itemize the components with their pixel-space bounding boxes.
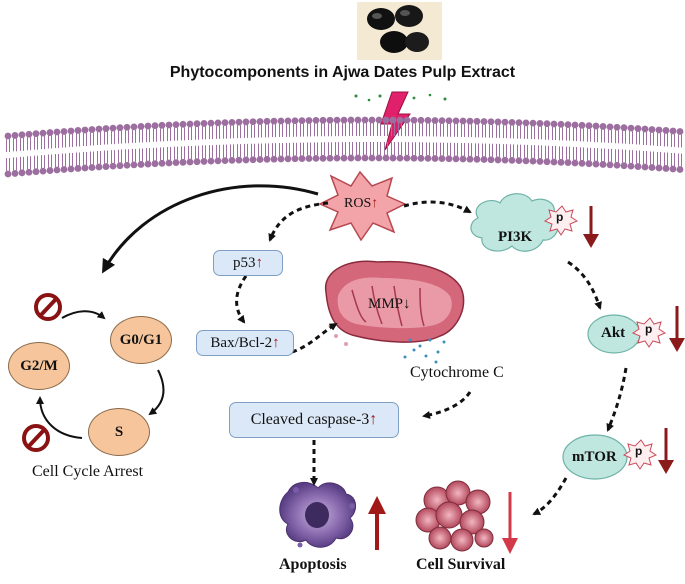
pi3k-phospho-label: p (556, 210, 564, 224)
cytochrome-c-label: Cytochrome C (410, 364, 504, 381)
akt-label: Akt (601, 325, 626, 341)
prohibition-icon-g1 (34, 293, 62, 321)
p53-text: p53 (233, 254, 256, 271)
arrow-ros-to-p53 (268, 201, 329, 242)
arrow-pi3k-to-akt (567, 260, 602, 310)
phospho-star-mtor (622, 439, 658, 470)
mtor-phospho-label: p (635, 444, 643, 458)
arrow-bax-to-mmp (291, 322, 338, 354)
caspase-text: Cleaved caspase-3 (250, 411, 370, 428)
cell-survival-down-arrow (502, 492, 518, 554)
ajwa-dates-image (357, 2, 442, 60)
phospho-star-akt (631, 317, 667, 348)
cell-cycle-arrows (36, 310, 165, 439)
cytochrome-c-dots (403, 338, 446, 364)
arrow-akt-to-mtor (606, 367, 628, 432)
pathway-arrows (235, 200, 628, 516)
prohibition-icon-g2 (22, 424, 50, 452)
p53-up-arrow: ↑ (255, 254, 264, 271)
ros-text: ROS (344, 196, 372, 211)
arrow-cytochrome-to-caspase (422, 391, 472, 419)
pi3k-cloud (470, 193, 559, 252)
bax-bcl2-box: Bax/Bcl-2↑ (196, 330, 294, 356)
arrow-mtor-to-survival (532, 477, 568, 516)
apoptotic-cell (279, 482, 356, 548)
cleaved-caspase-box: Cleaved caspase-3↑ (229, 402, 399, 438)
akt-phospho-label: p (645, 322, 653, 336)
bax-up-arrow: ↑ (272, 334, 280, 351)
cell-survival-label: Cell Survival (416, 556, 506, 573)
mtor-node (562, 434, 628, 480)
ros-label: ROS↑ (344, 196, 378, 212)
apoptosis-label: Apoptosis (279, 556, 347, 573)
pi3k-label: PI3K (498, 229, 533, 245)
extract-particles (354, 93, 447, 102)
mtor-label: mTOR (572, 449, 617, 465)
akt-down-arrow (669, 306, 685, 352)
cell-cycle-arrest-label: Cell Cycle Arrest (32, 463, 144, 480)
mmp-label: MMP↓ (368, 296, 411, 313)
caspase-up-arrow: ↑ (369, 411, 378, 428)
apoptosis-up-arrow (368, 496, 386, 550)
arrow-ros-to-pi3k (403, 200, 472, 214)
mmp-text: MMP (368, 296, 404, 312)
ros-starburst (318, 170, 407, 242)
cell-cycle-g0g1: G0/G1 (110, 316, 172, 364)
arrow-ros-to-cell-cycle (102, 184, 319, 274)
cell-cycle-g2m: G2/M (8, 342, 70, 390)
figure-title: Phytocomponents in Ajwa Dates Pulp Extra… (169, 64, 516, 81)
cell-membrane (4, 116, 684, 178)
arrow-p53-to-bax (235, 275, 248, 324)
ros-up-arrow: ↑ (371, 196, 379, 211)
mmp-down-arrow: ↓ (403, 296, 411, 312)
pi3k-down-arrow (583, 206, 599, 248)
p53-box: p53↑ (213, 250, 283, 276)
mtor-down-arrow (658, 428, 674, 474)
phospho-star-pi3k (543, 205, 579, 236)
bax-bcl2-text: Bax/Bcl-2 (210, 334, 273, 351)
cell-survival-cluster (415, 480, 494, 552)
cell-cycle-s: S (88, 408, 150, 456)
mitochondrion (324, 260, 465, 343)
